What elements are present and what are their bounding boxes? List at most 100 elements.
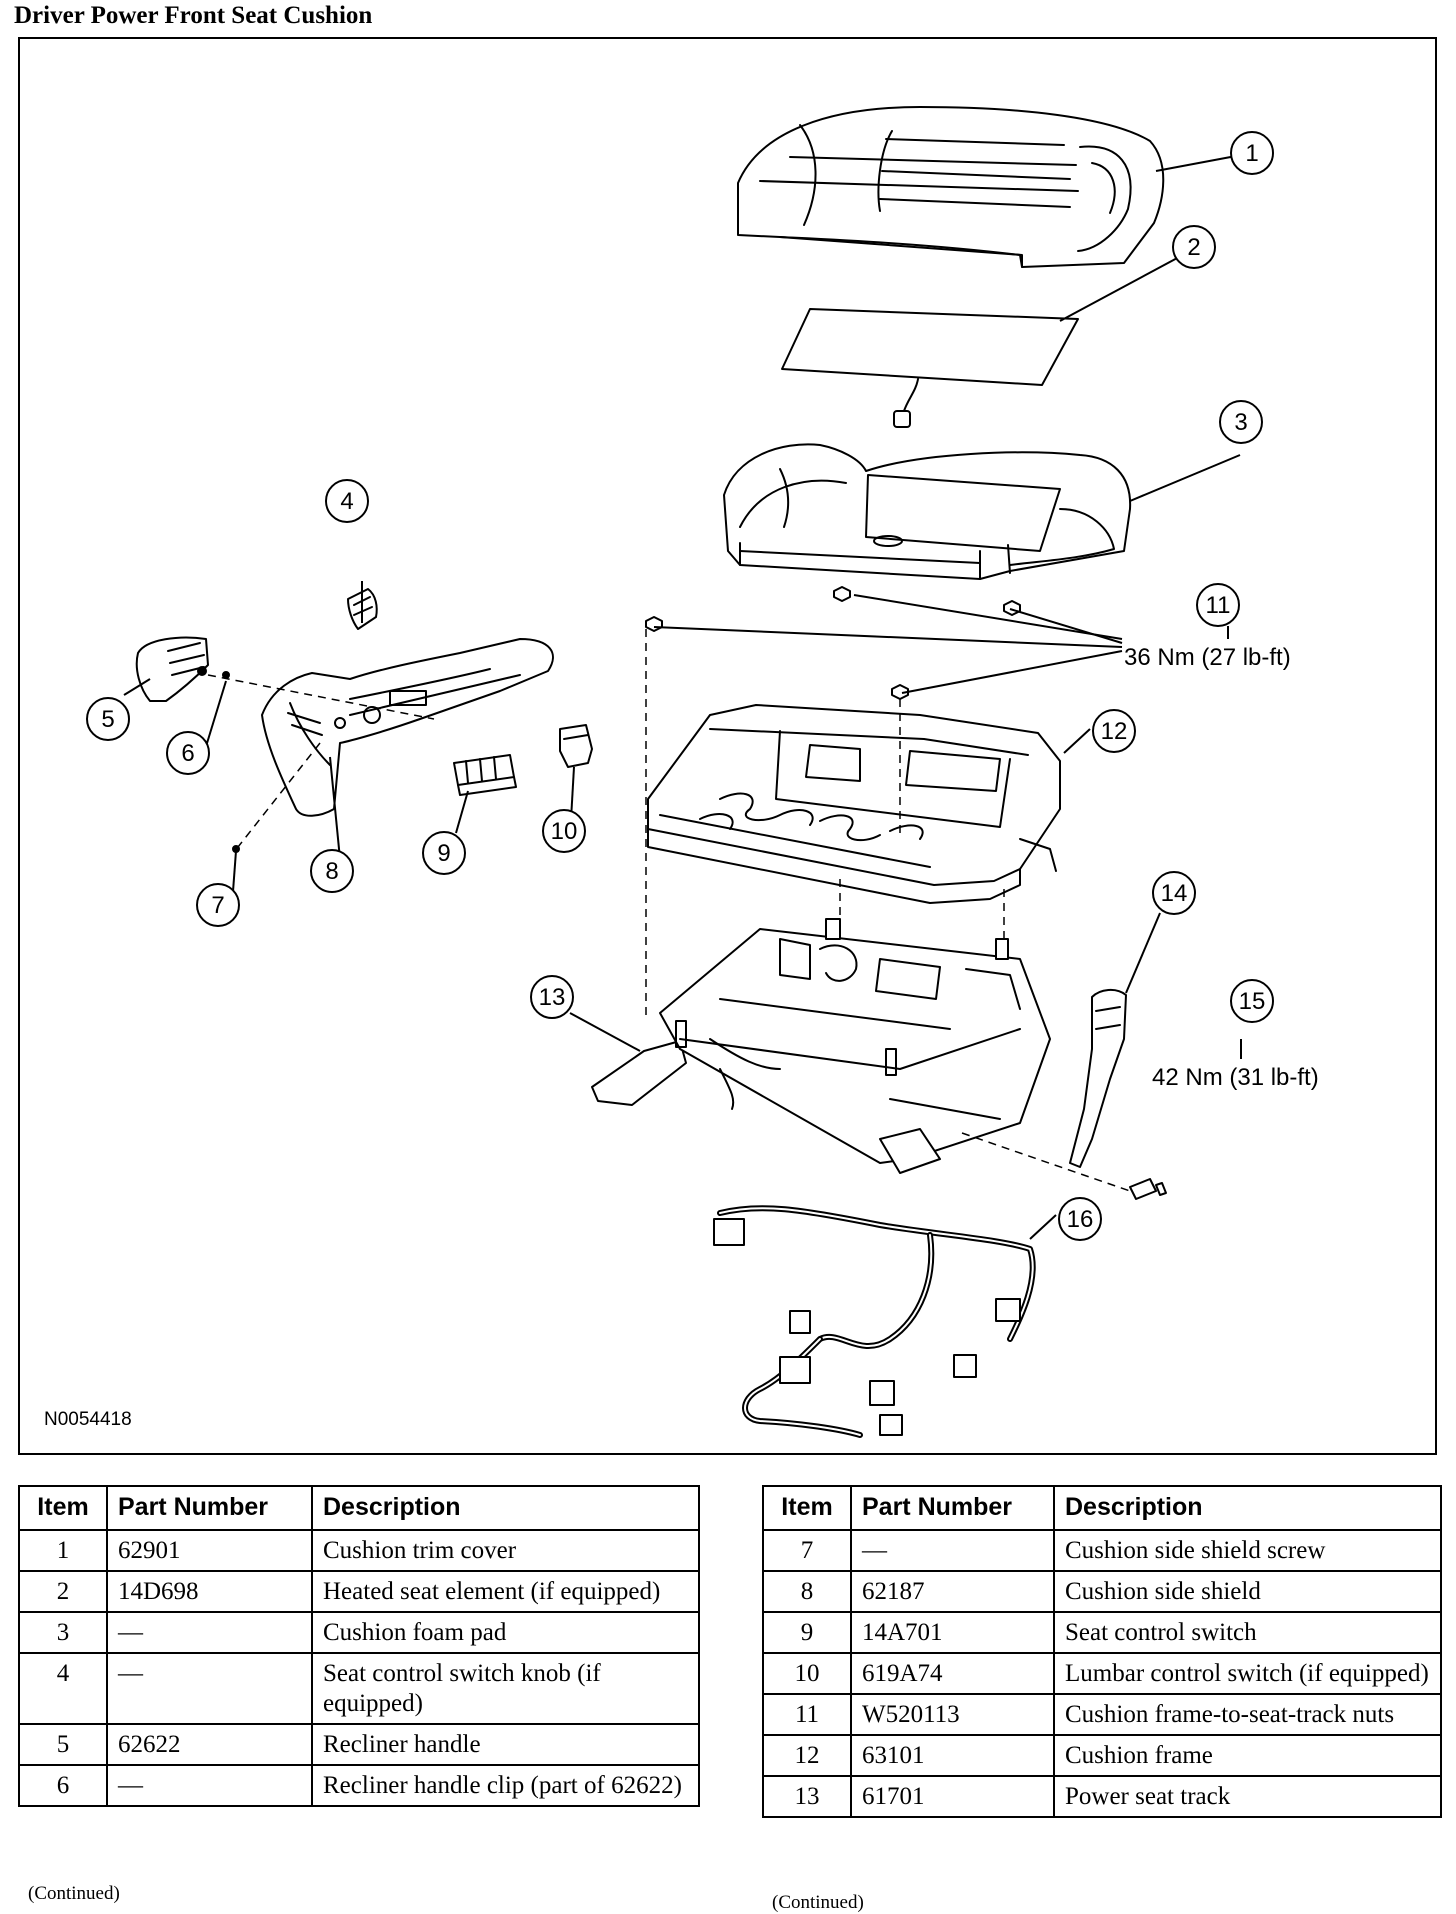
- cell-item: 9: [762, 1611, 852, 1654]
- parts-table-right: Item Part Number Description 7 — Cushion…: [762, 1485, 1442, 1818]
- cell-part-number: 62187: [850, 1570, 1055, 1613]
- table-row: 7 — Cushion side shield screw: [762, 1529, 1442, 1572]
- table-row: 6 — Recliner handle clip (part of 62622): [18, 1764, 700, 1807]
- table-row: 2 14D698 Heated seat element (if equippe…: [18, 1570, 700, 1613]
- cell-part-number: W520113: [850, 1693, 1055, 1736]
- header-part-number: Part Number: [850, 1485, 1055, 1531]
- torque-spec-15: 42 Nm (31 lb-ft): [1152, 1064, 1319, 1091]
- cell-description: Recliner handle clip (part of 62622): [311, 1764, 700, 1807]
- cushion-foam-pad-drawing: [723, 443, 1132, 580]
- continued-note-right: (Continued): [772, 1892, 864, 1913]
- header-description: Description: [311, 1485, 700, 1531]
- parts-table-left: Item Part Number Description 1 62901 Cus…: [18, 1485, 700, 1807]
- callout-13: 13: [539, 984, 566, 1011]
- cell-description: Power seat track: [1053, 1775, 1442, 1818]
- cell-part-number: 63101: [850, 1734, 1055, 1777]
- seat-control-switch-drawing: [453, 754, 517, 796]
- callout-10: 10: [551, 818, 578, 845]
- side-shield-drawing: [261, 638, 554, 817]
- callout-11: 11: [1206, 592, 1231, 619]
- cell-item: 11: [762, 1693, 852, 1736]
- cell-part-number: 61701: [850, 1775, 1055, 1818]
- cell-item: 2: [18, 1570, 108, 1613]
- table-row: 10 619A74 Lumbar control switch (if equi…: [762, 1652, 1442, 1695]
- table-row: 3 — Cushion foam pad: [18, 1611, 700, 1654]
- callout-14: 14: [1161, 880, 1188, 907]
- header-item: Item: [762, 1485, 852, 1531]
- table-row: 8 62187 Cushion side shield: [762, 1570, 1442, 1613]
- torque-spec-11: 36 Nm (27 lb-ft): [1124, 644, 1291, 671]
- cell-description: Cushion frame: [1053, 1734, 1442, 1777]
- callout-16: 16: [1067, 1206, 1094, 1233]
- callout-5: 5: [101, 706, 114, 733]
- cell-description: Cushion trim cover: [311, 1529, 700, 1572]
- callout-3: 3: [1234, 409, 1247, 436]
- cell-item: 4: [18, 1652, 108, 1725]
- exploded-view-diagram: 1 2 3 4 5 6 7 8 9 10 11 12 13 14 15 16 3…: [18, 37, 1437, 1455]
- table-row: 4 — Seat control switch knob (if equippe…: [18, 1652, 700, 1725]
- callout-4: 4: [340, 488, 353, 515]
- cell-item: 12: [762, 1734, 852, 1777]
- header-part-number: Part Number: [106, 1485, 313, 1531]
- callout-12: 12: [1101, 718, 1128, 745]
- track-shield-drawing: [1069, 989, 1127, 1168]
- callout-2: 2: [1187, 234, 1200, 261]
- callout-circles: [86, 131, 1274, 1241]
- cell-item: 10: [762, 1652, 852, 1695]
- cell-description: Cushion foam pad: [311, 1611, 700, 1654]
- diagram-artwork: 1 2 3 4 5 6 7 8 9 10 11 12 13 14 15 16 3…: [44, 106, 1319, 1438]
- cell-item: 7: [762, 1529, 852, 1572]
- cell-item: 6: [18, 1764, 108, 1807]
- cell-description: Cushion side shield: [1053, 1570, 1442, 1613]
- cell-part-number: 14A701: [850, 1611, 1055, 1654]
- cell-part-number: 14D698: [106, 1570, 313, 1613]
- heated-seat-element-drawing: [781, 308, 1079, 428]
- table-row: 1 62901 Cushion trim cover: [18, 1529, 700, 1572]
- header-description: Description: [1053, 1485, 1442, 1531]
- cell-part-number: 62622: [106, 1723, 313, 1766]
- cell-item: 5: [18, 1723, 108, 1766]
- cell-description: Heated seat element (if equipped): [311, 1570, 700, 1613]
- callout-7: 7: [211, 892, 224, 919]
- cell-part-number: —: [850, 1529, 1055, 1572]
- cell-description: Lumbar control switch (if equipped): [1053, 1652, 1442, 1695]
- callout-9: 9: [437, 840, 450, 867]
- cell-description: Seat control switch knob (if equipped): [311, 1652, 700, 1725]
- cell-item: 1: [18, 1529, 108, 1572]
- table-row: 9 14A701 Seat control switch: [762, 1611, 1442, 1654]
- cell-item: 8: [762, 1570, 852, 1613]
- cell-part-number: —: [106, 1611, 313, 1654]
- cell-part-number: —: [106, 1652, 313, 1725]
- recliner-handle-drawing: [135, 636, 209, 702]
- callout-6: 6: [181, 740, 194, 767]
- wiring-harness-drawing: [713, 1205, 1036, 1438]
- table-header-row: Item Part Number Description: [18, 1485, 700, 1531]
- table-row: 11 W520113 Cushion frame-to-seat-track n…: [762, 1693, 1442, 1736]
- callout-8: 8: [325, 858, 338, 885]
- cell-part-number: —: [106, 1764, 313, 1807]
- cell-item: 13: [762, 1775, 852, 1818]
- table-row: 13 61701 Power seat track: [762, 1775, 1442, 1818]
- header-item: Item: [18, 1485, 108, 1531]
- power-seat-track-drawing: [591, 918, 1051, 1174]
- cushion-trim-cover-drawing: [737, 106, 1165, 268]
- cushion-frame-drawing: [647, 704, 1061, 904]
- table-header-row: Item Part Number Description: [762, 1485, 1442, 1531]
- cell-part-number: 619A74: [850, 1652, 1055, 1695]
- cell-part-number: 62901: [106, 1529, 313, 1572]
- cell-item: 3: [18, 1611, 108, 1654]
- cell-description: Recliner handle: [311, 1723, 700, 1766]
- callout-15: 15: [1239, 988, 1266, 1015]
- cell-description: Cushion frame-to-seat-track nuts: [1053, 1693, 1442, 1736]
- cell-description: Cushion side shield screw: [1053, 1529, 1442, 1572]
- cell-description: Seat control switch: [1053, 1611, 1442, 1654]
- callout-1: 1: [1245, 140, 1258, 167]
- table-row: 12 63101 Cushion frame: [762, 1734, 1442, 1777]
- continued-note-left: (Continued): [28, 1883, 120, 1904]
- track-bolt-drawing: [1129, 1178, 1167, 1200]
- lumbar-switch-drawing: [559, 724, 593, 768]
- page-title: Driver Power Front Seat Cushion: [14, 2, 373, 29]
- figure-id: N0054418: [44, 1409, 132, 1430]
- table-row: 5 62622 Recliner handle: [18, 1723, 700, 1766]
- callout-labels: 1 2 3 4 5 6 7 8 9 10 11 12 13 14 15 16: [101, 140, 1265, 1233]
